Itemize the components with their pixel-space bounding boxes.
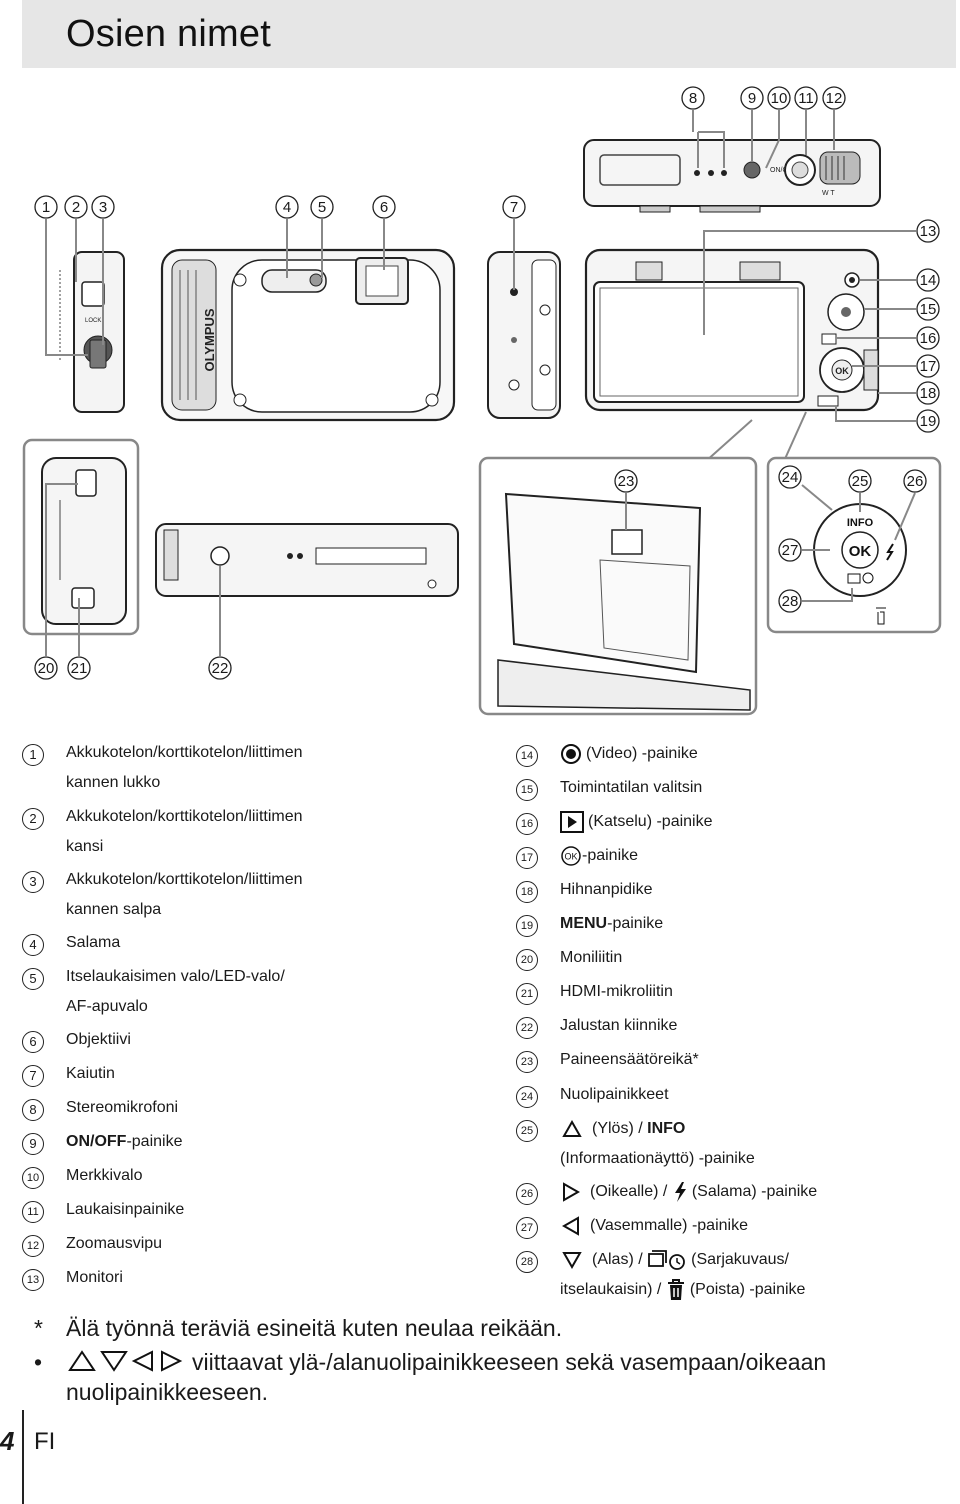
svg-text:17: 17 (920, 358, 937, 375)
arrow-set-icon (68, 1350, 183, 1372)
lock-tiny-label: LOCK (85, 318, 101, 324)
callout-22: 22 (208, 566, 232, 680)
svg-text:10: 10 (771, 90, 788, 107)
down-arrow-icon (562, 1251, 582, 1269)
svg-text:6: 6 (380, 199, 388, 216)
note-arrow-buttons: • viittaavat ylä-/alanuolipainikkeeseen … (34, 1349, 827, 1405)
callout-7: 7 (502, 195, 526, 290)
svg-text:2: 2 (72, 199, 80, 216)
flash-icon (674, 1181, 686, 1202)
svg-text:9: 9 (748, 90, 756, 107)
left-arrow-icon (562, 1216, 579, 1236)
svg-text:21: 21 (71, 660, 88, 677)
onoff-tiny-label: ON/OFF (770, 167, 796, 174)
back-ok-tiny-label: OK (835, 366, 849, 376)
svg-text:5: 5 (318, 199, 326, 216)
svg-text:18: 18 (920, 385, 937, 402)
camera-back-view: OK (584, 248, 880, 412)
page-title: Osien nimet (66, 13, 271, 55)
callouts-top: 8 9 10 11 12 (681, 86, 846, 169)
svg-text:28: 28 (782, 593, 799, 610)
svg-text:7: 7 (510, 199, 518, 216)
svg-text:25: 25 (852, 473, 869, 490)
svg-text:3: 3 (99, 199, 107, 216)
camera-bottom-view (155, 523, 459, 597)
svg-text:24: 24 (782, 469, 799, 486)
camera-right-side-view (487, 251, 561, 419)
trash-icon (667, 1278, 684, 1300)
brand-text: OLYMPUS (202, 308, 217, 371)
callouts-13-19: 13 14 15 16 17 18 19 (695, 219, 940, 471)
video-icon (561, 743, 581, 764)
playback-icon (560, 810, 584, 833)
svg-text:23: 23 (618, 473, 635, 490)
right-arrow-icon (563, 1182, 580, 1202)
svg-text:8: 8 (689, 90, 697, 107)
svg-text:22: 22 (212, 660, 229, 677)
sequential-selftimer-icon (648, 1249, 686, 1270)
dial-info-label: INFO (847, 517, 874, 529)
svg-text:4: 4 (283, 199, 291, 216)
camera-illustration: ON/OFF W T 8 9 10 11 12 LOCK 1 2 3 (22, 86, 942, 716)
camera-left-side-view: LOCK (59, 251, 125, 413)
camera-front-view: OLYMPUS (160, 248, 456, 422)
page-language: FI (34, 1428, 56, 1455)
dial-ok-label: OK (849, 543, 872, 560)
up-arrow-icon (562, 1119, 582, 1137)
svg-text:26: 26 (907, 473, 924, 490)
panel-pressure-hole: 23 (478, 456, 758, 716)
svg-text:OK: OK (564, 851, 577, 861)
panel-connectors (22, 438, 140, 636)
svg-text:1: 1 (42, 199, 50, 216)
svg-text:14: 14 (920, 272, 937, 289)
callouts-4-6: 4 5 6 (275, 195, 396, 278)
callouts-1-3: 1 2 3 (34, 195, 115, 356)
callouts-20-21: 20 21 (34, 483, 91, 680)
camera-top-view: ON/OFF W T (583, 139, 881, 213)
svg-text:13: 13 (920, 223, 937, 240)
ok-icon: OK (561, 846, 581, 866)
svg-text:27: 27 (782, 542, 799, 559)
note-pressure-hole: * Älä työnnä teräviä esineitä kuten neul… (34, 1315, 563, 1341)
svg-text:12: 12 (826, 90, 843, 107)
title-bar: Osien nimet (22, 0, 956, 68)
svg-text:15: 15 (920, 301, 937, 318)
svg-text:11: 11 (798, 90, 814, 107)
svg-text:19: 19 (920, 413, 937, 430)
svg-text:16: 16 (920, 330, 937, 347)
svg-text:20: 20 (38, 660, 55, 677)
zoom-tiny-label: W T (822, 190, 835, 197)
footer-divider (22, 1410, 24, 1504)
panel-arrow-pad: OK INFO 24 25 26 27 28 (766, 456, 942, 634)
page-number: 4 (0, 1426, 15, 1456)
